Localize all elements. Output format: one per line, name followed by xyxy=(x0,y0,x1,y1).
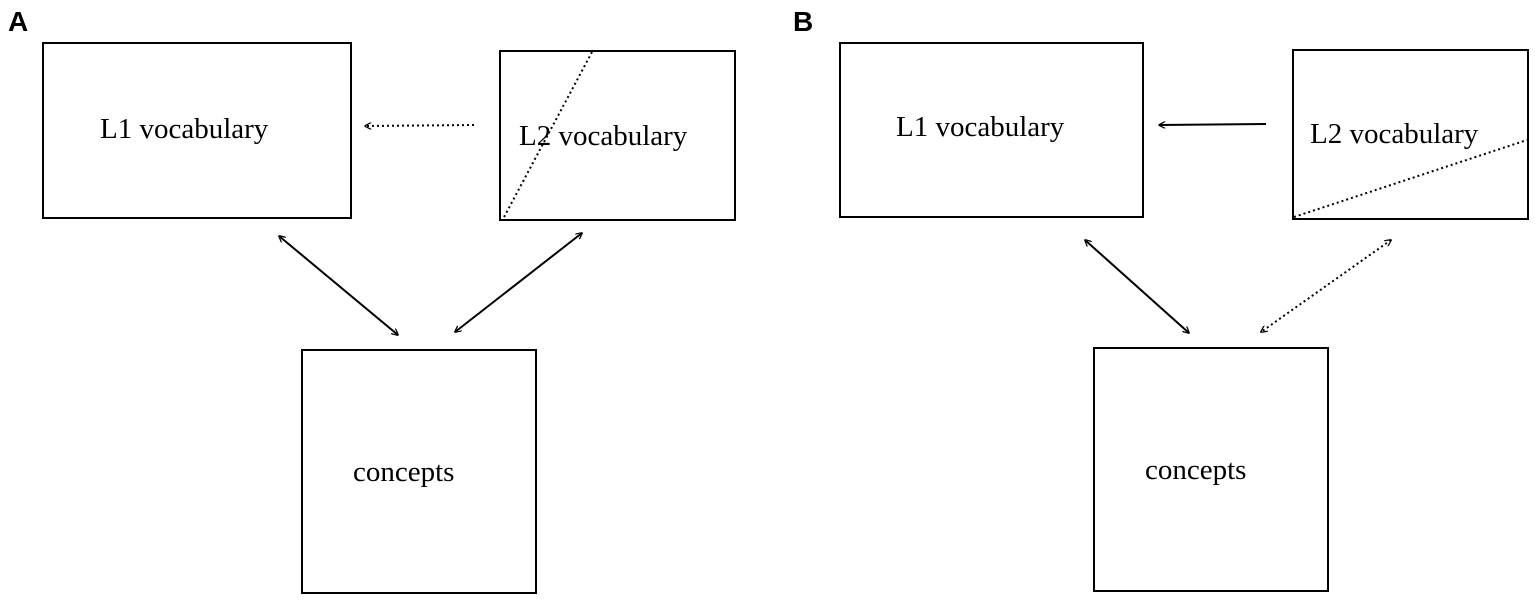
l2-concepts-arrow xyxy=(1261,240,1391,332)
l2-diagonal-line xyxy=(502,51,593,220)
l2-vocabulary-label: L2 vocabulary xyxy=(1310,118,1479,150)
panel-label-b: B xyxy=(793,6,814,37)
concepts-box xyxy=(1093,347,1329,592)
concepts-box xyxy=(301,349,537,594)
l2-vocabulary-box xyxy=(499,50,736,221)
panel-a: A L1 vocabulary L2 vocabulary concepts xyxy=(0,6,736,601)
l1-vocabulary-label: L1 vocabulary xyxy=(100,113,269,145)
l2-to-l1-arrow xyxy=(365,125,475,126)
l1-concepts-arrow xyxy=(1085,240,1189,333)
l2-diagonal-line xyxy=(1293,139,1528,218)
panel-a-connectors xyxy=(0,51,593,601)
l1-concepts-arrow xyxy=(279,236,398,335)
l2-to-l1-arrow xyxy=(1159,124,1267,125)
concepts-label: concepts xyxy=(353,456,455,488)
l1-vocabulary-label: L1 vocabulary xyxy=(896,111,1065,143)
l2-concepts-arrow xyxy=(455,233,582,332)
panel-b: B L1 vocabulary L2 vocabulary concepts xyxy=(767,0,1535,601)
l1-vocabulary-box xyxy=(839,42,1144,218)
panel-label-a: A xyxy=(8,6,29,37)
concepts-label: concepts xyxy=(1145,454,1247,486)
l2-vocabulary-box xyxy=(1292,49,1529,220)
panel-b-connectors xyxy=(767,0,1528,601)
l1-vocabulary-box xyxy=(42,42,352,219)
